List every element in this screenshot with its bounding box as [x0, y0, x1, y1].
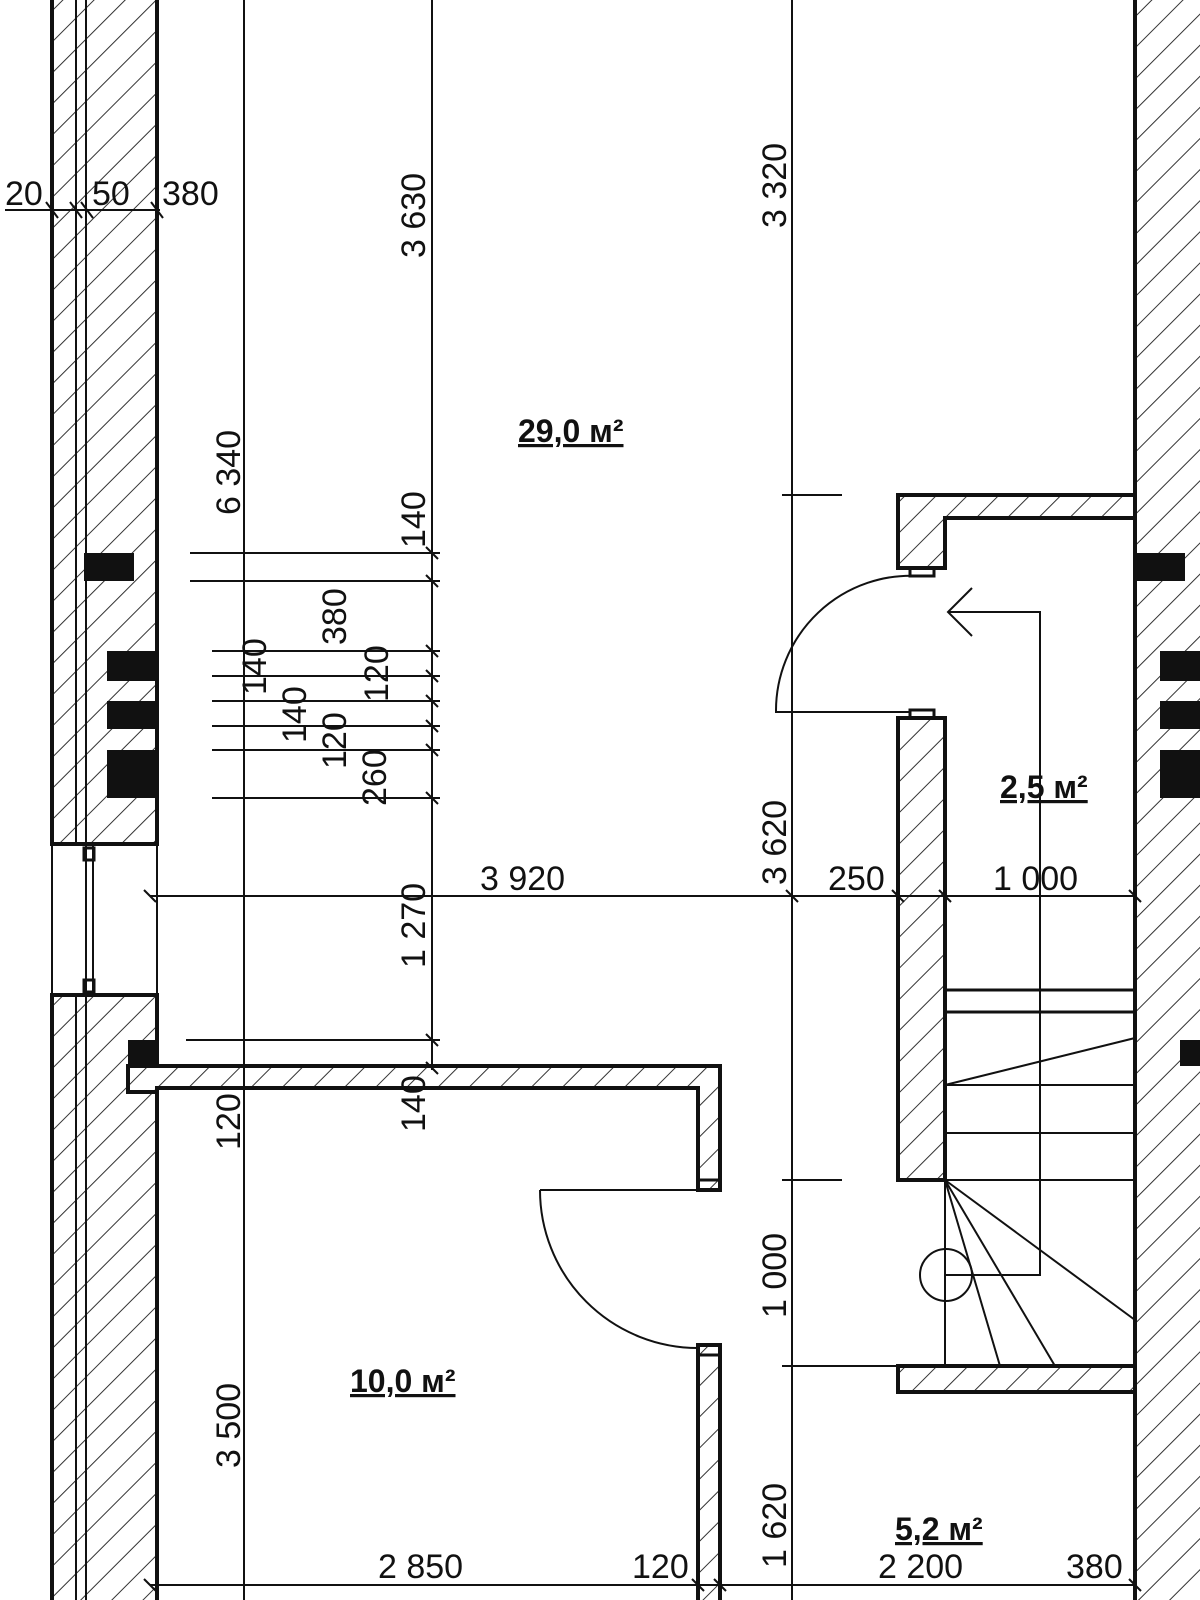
wc-left-wall [896, 716, 947, 1182]
dim-140-c: 140 [276, 686, 314, 743]
doors [539, 574, 921, 1349]
dim-380-bottom: 380 [1066, 1548, 1123, 1586]
dim-140-b: 140 [236, 638, 274, 695]
dim-2200: 2 200 [878, 1548, 963, 1586]
main-room-area: 29,0 м² [518, 413, 624, 449]
dim-20: 20 [5, 175, 43, 213]
dim-140-a: 140 [395, 491, 433, 548]
dim-120-bottom: 120 [632, 1548, 689, 1586]
dim-3500: 3 500 [210, 1383, 248, 1468]
dim-3920: 3 920 [480, 860, 565, 898]
left-exterior-wall-upper [50, 0, 159, 846]
stair-bottom-wall [896, 1364, 1137, 1394]
small-room-door-swing [539, 1189, 699, 1349]
dimension-ticks [45, 201, 1142, 1592]
dim-1620: 1 620 [756, 1483, 794, 1568]
dim-1000-h: 1 000 [993, 860, 1078, 898]
staircase [919, 587, 1136, 1367]
dim-120-a: 120 [358, 645, 396, 702]
small-room-area: 10,0 м² [350, 1363, 456, 1399]
dim-50: 50 [92, 175, 130, 213]
wc-top-wall [896, 0, 1137, 570]
dimension-labels: 20 50 380 3 630 3 320 6 340 140 380 140 … [5, 143, 1123, 1586]
wc-door-swing [774, 574, 921, 713]
wall-markers [84, 553, 1200, 1066]
small-room-right-wall [696, 1343, 722, 1600]
dim-6340: 6 340 [210, 430, 248, 515]
small-room-top-wall [126, 1064, 722, 1192]
right-exterior-wall [1133, 0, 1200, 1600]
left-window [51, 844, 158, 995]
dim-1000-v: 1 000 [756, 1233, 794, 1318]
dim-3620: 3 620 [756, 800, 794, 885]
dim-3630: 3 630 [395, 173, 433, 258]
dim-3320: 3 320 [756, 143, 794, 228]
hall-area: 5,2 м² [895, 1511, 983, 1547]
dim-120-b: 120 [316, 712, 354, 769]
stair-direction-arrow [946, 611, 1041, 1276]
dim-2850: 2 850 [378, 1548, 463, 1586]
room-area-labels: 29,0 м² 10,0 м² 2,5 м² 5,2 м² [350, 413, 1088, 1547]
wc-area: 2,5 м² [1000, 769, 1088, 805]
dim-120-left: 120 [210, 1093, 248, 1150]
dim-260: 260 [356, 749, 394, 806]
dim-380-top: 380 [162, 175, 219, 213]
dim-250: 250 [828, 860, 885, 898]
dim-380-mid: 380 [316, 588, 354, 645]
left-exterior-wall-lower [50, 993, 159, 1600]
dim-140-low: 140 [395, 1075, 433, 1132]
dim-1270: 1 270 [395, 883, 433, 968]
dimension-lines [5, 0, 1135, 1600]
